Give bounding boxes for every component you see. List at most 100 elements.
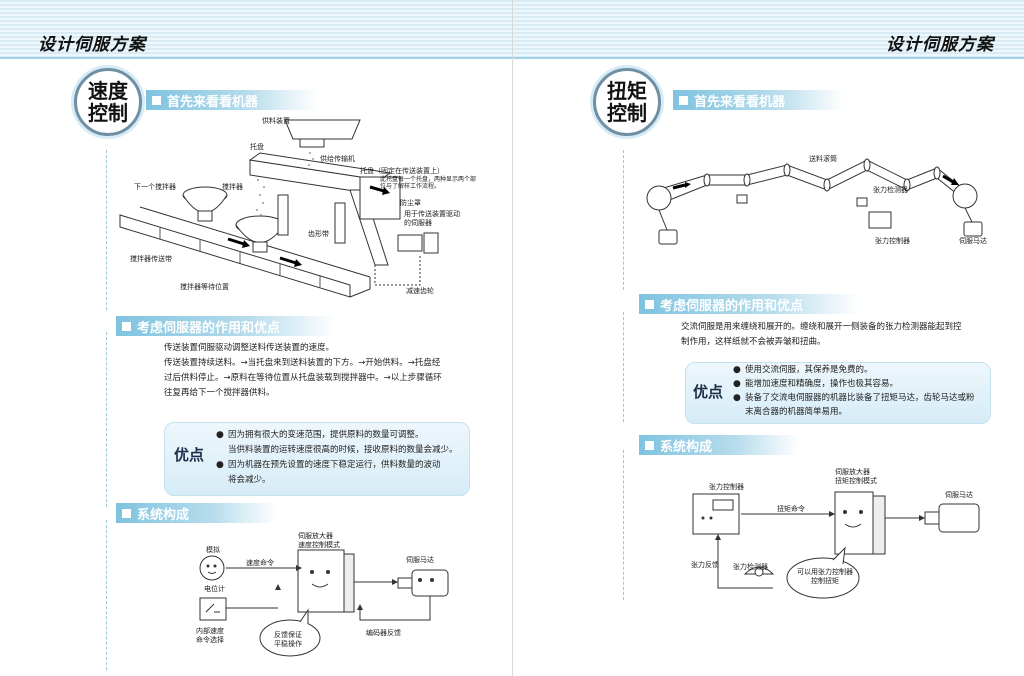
section-system: 系统构成 [639,435,799,455]
label-tray-fixed: 托盘（固定在传送装置上） [360,167,444,175]
torque-control-badge: 扭矩控制 [593,68,661,136]
feedback-line: 反馈保证 [274,631,302,639]
section-title: 首先来看看机器 [694,94,786,110]
square-icon [645,299,654,309]
section-merits: 考虑伺服器的作用和优点 [116,316,336,336]
paragraph-line: 传送装置伺服驱动调整送料传送装置的速度。 [164,343,335,353]
label-tension-controller: 张力控制器 [875,237,910,245]
web-roller-illustration [646,158,983,245]
right-page: 设计伺服方案 扭矩控制 首先来看看机器 送料滚筒 张力检测器 张力控制器 [512,0,1024,676]
dotted-guide [623,450,624,600]
speed-system-diagram [199,549,449,657]
label-next-stirrer: 下一个搅拌器 [134,183,176,191]
merit-item: ●能增加速度和精确度，操作也极其容易。 [733,377,987,391]
label-servo-motor: 伺服马达 [406,556,434,564]
label-servo-motor: 伺服马达 [945,491,973,499]
label-tension-feedback: 张力反馈 [691,561,719,569]
merit-line: 因为拥有很大的变速范围，提供原料的数量可调整。 [228,430,424,440]
header-rule [513,57,1024,59]
conveyor-machine-illustration [119,119,439,298]
section-merits: 考虑伺服器的作用和优点 [639,294,859,314]
label-torque-command: 扭矩命令 [777,505,805,513]
paragraph-line: 过后供料停止。→原料在等待位置从托盘装载到搅拌器中。→以上步骤循环 [164,373,442,383]
square-icon [122,508,131,518]
section-title: 考虑伺服器的作用和优点 [137,320,281,336]
torque-system-diagram [692,491,980,599]
merit-item: ● 因为机器在预先设置的速度下稳定运行，供料数量的波动将会减少。 [216,458,468,488]
bullet-icon: ● [216,430,224,440]
label-note: 可以用张力控制器控制扭矩 [797,568,853,586]
description-paragraph: 传送装置伺服驱动调整送料传送装置的速度。 传送装置持续送料。→当托盘来到送料装置… [164,341,484,401]
paragraph-line: 传送装置持续送料。→当托盘来到送料装置的下方。→开始供料。→托盘经 [164,358,441,368]
square-icon [645,440,654,450]
label-supply-conveyor: 供给传输机 [320,155,355,163]
paragraph-line: 往复再给下一个搅拌器供料。 [164,388,275,398]
label-speed-command: 速度命令 [246,559,274,567]
page-title: 设计伺服方案 [38,35,146,55]
label-stirrer: 搅拌器 [222,183,243,191]
square-icon [679,95,688,105]
label-stirrer-belt: 搅拌器传送带 [130,255,172,263]
label-toothed-belt: 齿形带 [308,230,329,238]
amp-line: 速度控制模式 [298,541,340,549]
dotted-guide [623,312,624,422]
label-analog: 模拟 [206,546,220,554]
merits-title: 优点 [174,446,205,464]
merit-item: ● 使用交流伺服，其保养是免费的。 [733,363,987,377]
label-encoder-feedback: 编码器反馈 [366,629,401,637]
paragraph-line: 交流伺服是用来缠绕和展开的。缠绕和展开一侧装备的张力检测器能起到控 [681,322,962,332]
label-tray: 托盘 [250,143,264,151]
label-tension-controller: 张力控制器 [709,483,744,491]
section-system: 系统构成 [116,503,276,523]
badge-line: 扭矩 [607,79,647,103]
bullet-icon: ● [216,460,224,470]
bullet-icon: ● [733,365,741,375]
speed-control-badge: 速度控制 [74,68,142,136]
amp-line: 伺服放大器 [298,532,333,540]
dotted-guide [623,150,624,290]
badge-line: 控制 [607,101,647,125]
feedback-line: 平稳操作 [274,640,302,648]
internal-line: 命令选择 [196,636,224,644]
header-band [513,0,1024,58]
merit-line: 使用交流伺服，其保养是免费的。 [745,365,873,375]
paragraph-line: 制作用，这样纸就不会被弄皱和扭曲。 [681,337,826,347]
label-potentiometer: 电位计 [204,585,225,593]
badge-line: 速度 [88,79,128,103]
section-title: 考虑伺服器的作用和优点 [660,298,804,314]
merit-line: 装备了交流电伺服器的机器比装备了扭矩马达，齿轮马达或粉 [745,393,975,403]
description-paragraph: 交流伺服是用来缠绕和展开的。缠绕和展开一侧装备的张力检测器能起到控 制作用，这样… [681,320,1001,350]
label-feed-roller: 送料滚筒 [809,155,837,163]
label-amplifier: 伺服放大器扭矩控制模式 [835,468,877,486]
merit-line: 将会减少。 [228,475,271,485]
merit-line: 因为机器在预先设置的速度下稳定运行，供料数量的波动 [228,460,441,470]
label-supply-device: 供料装置 [262,117,290,125]
section-title: 系统构成 [137,507,190,523]
label-servo-motor: 伺服马达 [959,237,987,245]
merits-box [164,422,470,496]
label-servo-drive: 用于传送装置驱动的伺服器 [404,210,460,227]
merit-item: ● 因为拥有很大的变速范围，提供原料的数量可调整。当供料装置的运转速度很高的时候… [216,428,468,458]
dotted-guide [106,150,107,310]
square-icon [152,95,161,105]
amp-line: 伺服放大器 [835,468,870,476]
header-band [0,0,512,58]
note-line: 可以用张力控制器 [797,568,853,576]
amp-line: 扭矩控制模式 [835,477,877,485]
dotted-guide [106,520,107,670]
merit-line: 当供料装置的运转速度很高的时候，接收原料的数量会减少。 [228,445,458,455]
label-reduction-gear: 减速齿轮 [406,287,434,295]
note-line: 控制扭矩 [811,577,839,585]
internal-line: 内部速度 [196,627,224,635]
merit-line: 能增加速度和精确度，操作也极其容易。 [745,379,899,389]
label-dust-cover: 防尘罩 [400,199,421,207]
section-machine: 首先来看看机器 [146,90,316,110]
merits-box [685,362,991,424]
label-tension-detector: 张力检测器 [733,563,768,571]
square-icon [122,321,131,331]
page-title: 设计伺服方案 [886,35,994,55]
merits-list: ● 使用交流伺服，其保养是免费的。 ●能增加速度和精确度，操作也极其容易。 ● 装… [733,363,987,419]
merits-title: 优点 [693,383,724,401]
label-stirrer-wait: 搅拌器等待位置 [180,283,229,291]
merit-item: ● 装备了交流电伺服器的机器比装备了扭矩马达，齿轮马达或粉末离合器的机器简单易用… [733,391,987,419]
